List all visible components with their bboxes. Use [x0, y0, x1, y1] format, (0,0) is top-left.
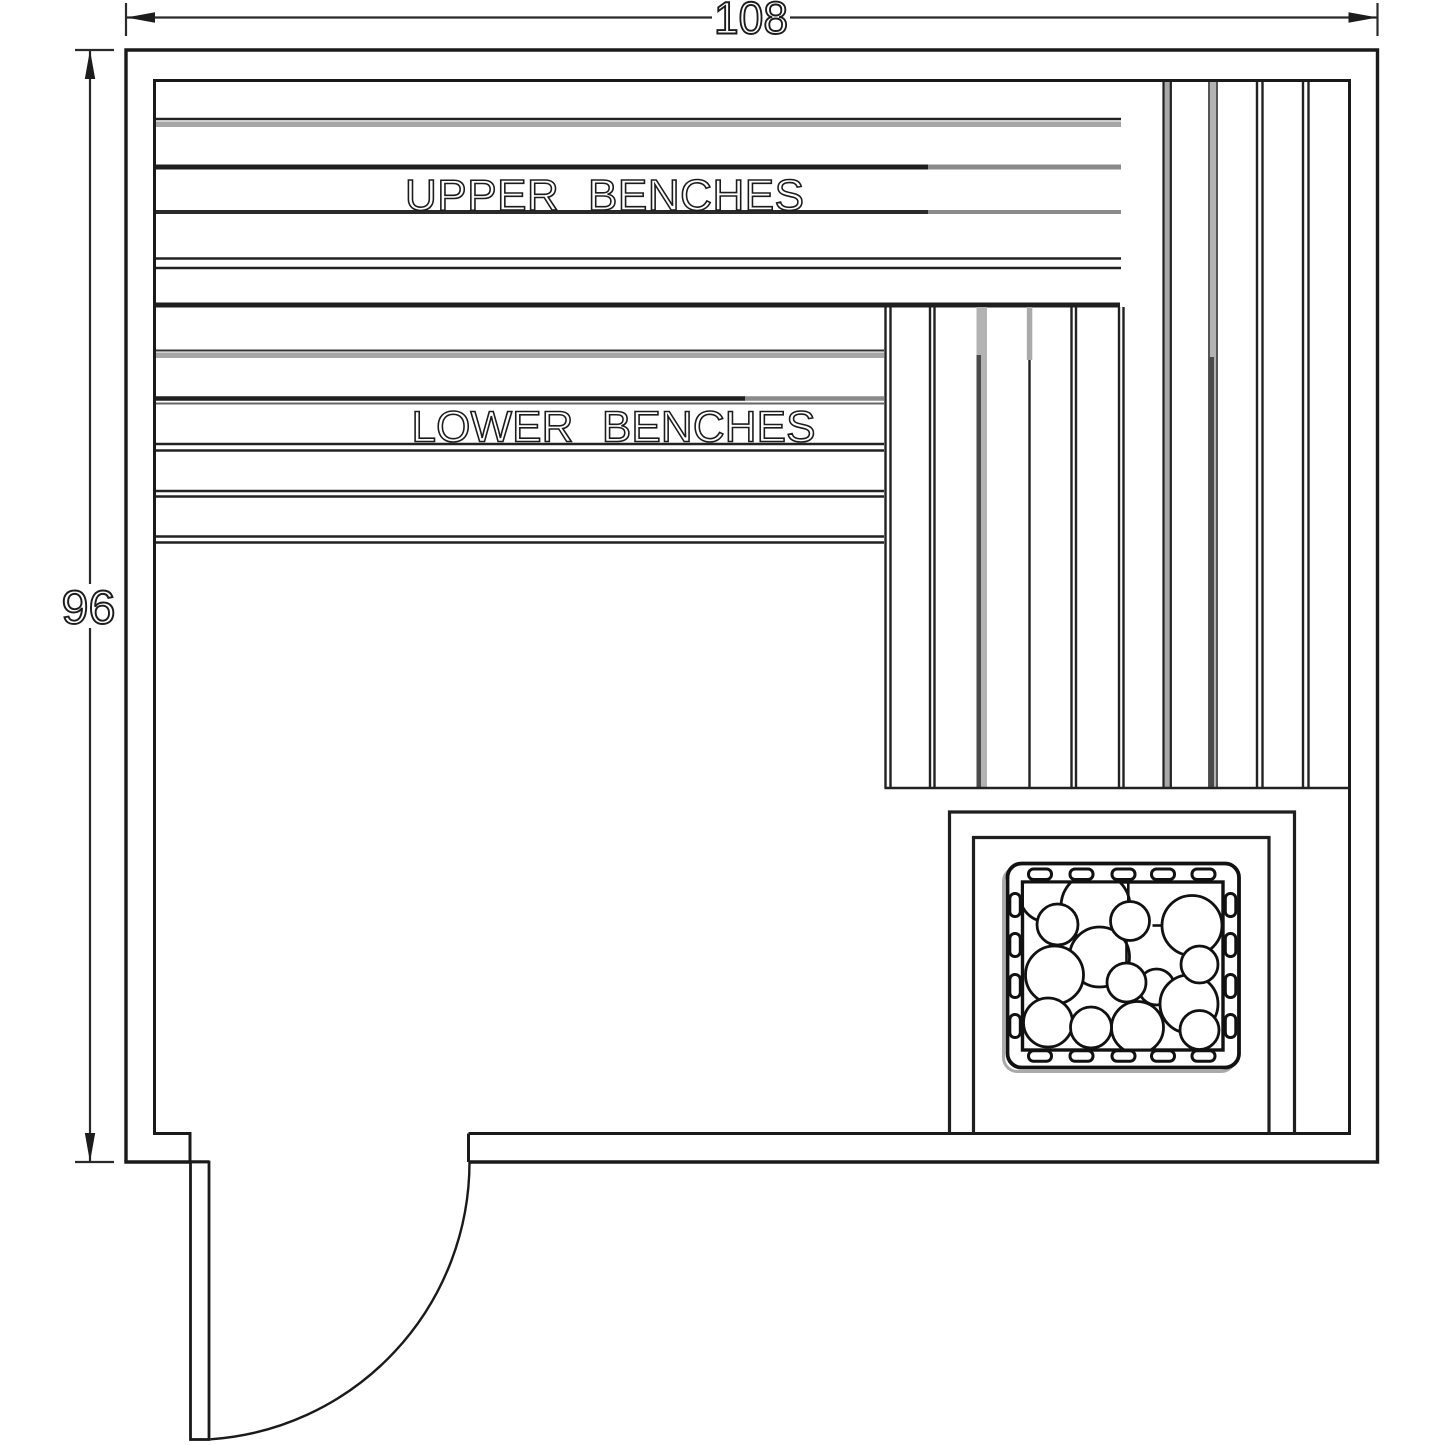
svg-text:96: 96: [62, 581, 116, 634]
svg-text:UPPER BENCHES: UPPER BENCHES: [405, 171, 804, 220]
svg-text:108: 108: [714, 0, 788, 44]
svg-text:LOWER BENCHES: LOWER BENCHES: [412, 403, 816, 452]
